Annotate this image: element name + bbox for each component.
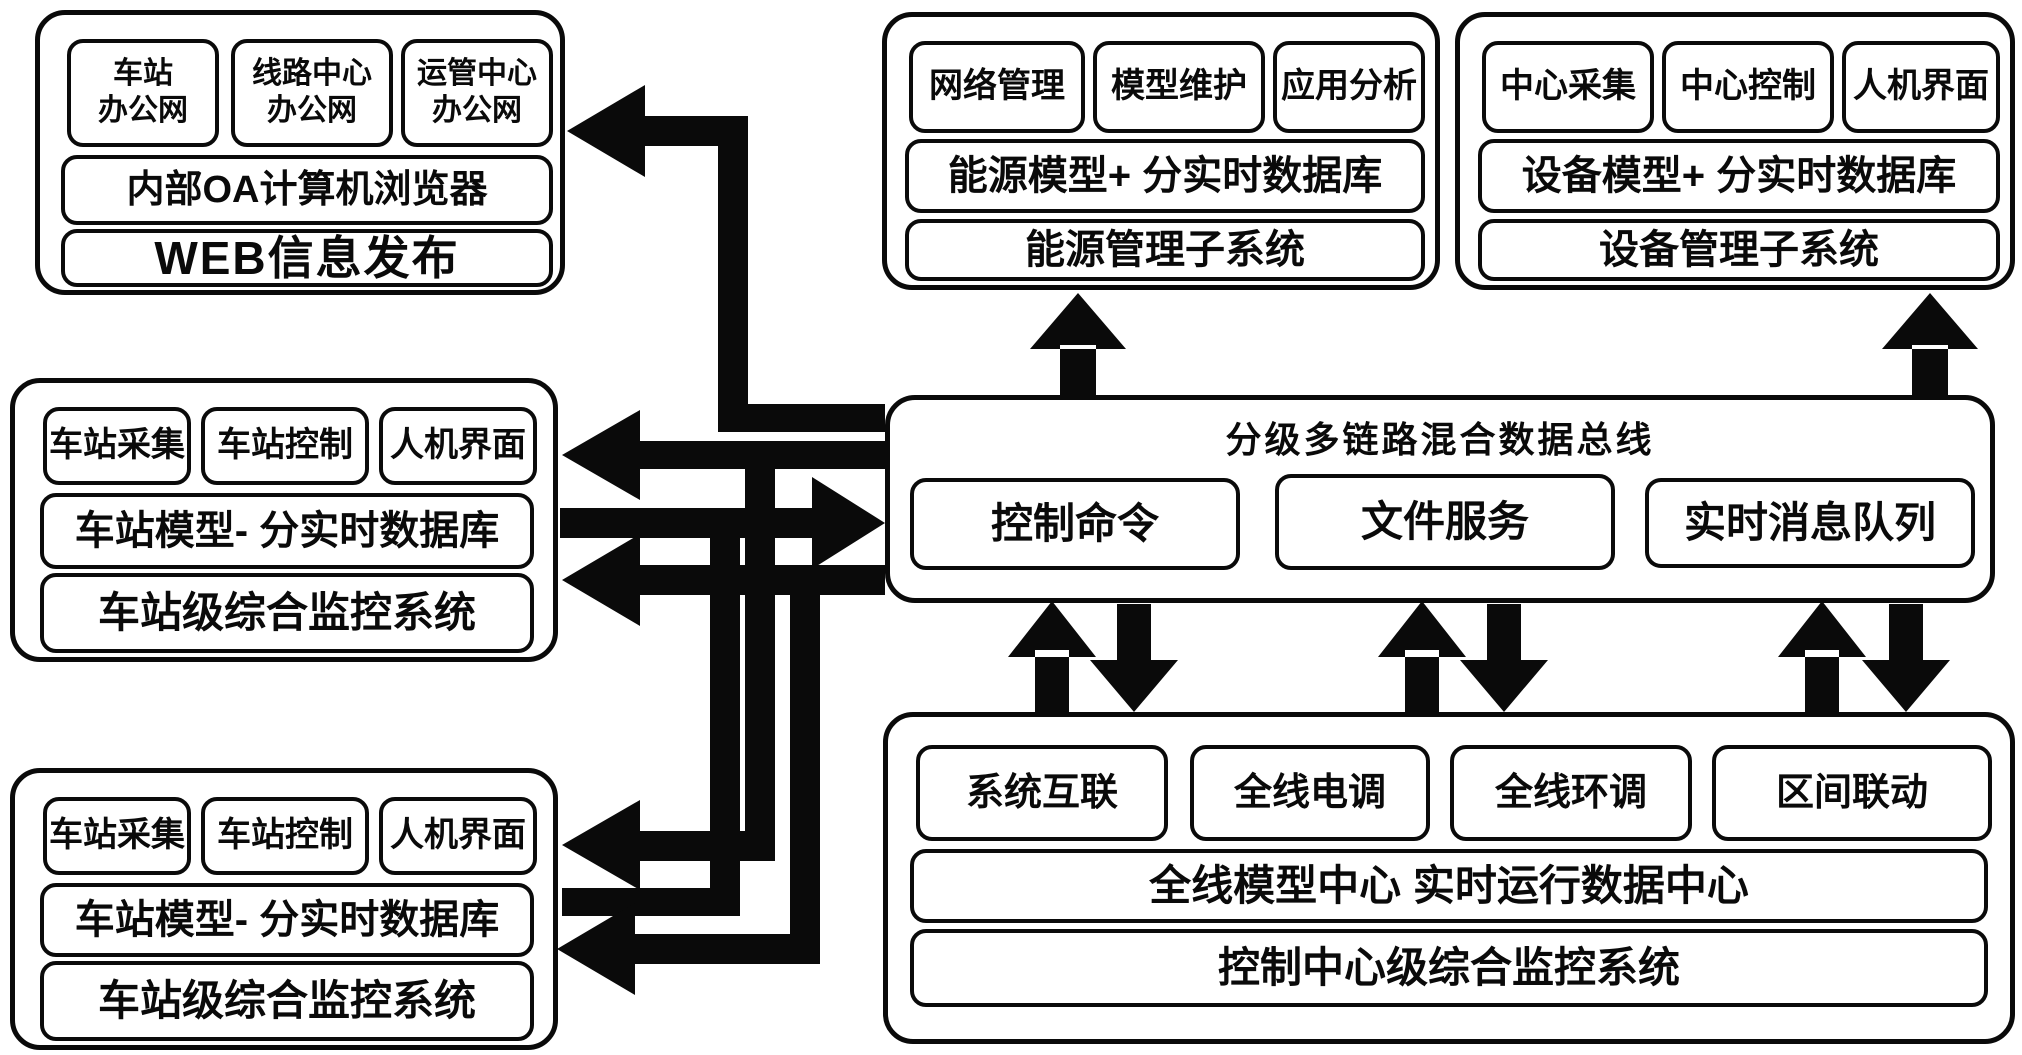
arrow-bus-to-device-subsystem [1882,293,1978,397]
panel-web-portal: 车站 办公网 线路中心 办公网 运管中心 办公网 内部OA计算机浏览器 WEB信… [35,10,565,295]
node-system-interconnect: 系统互联 [916,745,1168,841]
node-station-office-network: 车站 办公网 [67,39,219,147]
node-upper-station-control: 车站控制 [201,407,369,485]
node-lower-station-hmi: 人机界面 [379,797,537,875]
panel-energy-subsystem: 网络管理 模型维护 应用分析 能源模型+ 分实时数据库 能源管理子系统 [882,12,1440,290]
node-line-environment-dispatch: 全线环调 [1450,745,1692,841]
node-ops-center-office-network: 运管中心 办公网 [401,39,553,147]
node-upper-station-model-db: 车站模型- 分实时数据库 [40,493,534,569]
arrow-bus-to-control-center-3 [1862,604,1950,712]
arrow-bus-to-upper-station-hmi [562,410,885,500]
node-energy-subsystem-title: 能源管理子系统 [905,219,1425,281]
panel-data-bus: 分级多链路混合数据总线 控制命令 文件服务 实时消息队列 [885,395,1995,603]
node-center-control: 中心控制 [1662,41,1834,133]
node-line-power-dispatch: 全线电调 [1190,745,1430,841]
node-lower-station-scada-title: 车站级综合监控系统 [40,961,534,1041]
arrow-bus-to-energy-subsystem [1030,293,1126,397]
node-lower-station-control: 车站控制 [201,797,369,875]
node-realtime-message-queue: 实时消息队列 [1645,478,1975,568]
link-lower-station-model-to-bus [562,538,740,916]
node-upper-station-scada-title: 车站级综合监控系统 [40,573,534,653]
panel-control-center: 系统互联 全线电调 全线环调 区间联动 全线模型中心 实时运行数据中心 控制中心… [883,712,2015,1044]
panel-station-upper: 车站采集 车站控制 人机界面 车站模型- 分实时数据库 车站级综合监控系统 [10,378,558,662]
panel-device-subsystem: 中心采集 中心控制 人机界面 设备模型+ 分实时数据库 设备管理子系统 [1455,12,2015,290]
panel-station-lower: 车站采集 车站控制 人机界面 车站模型- 分实时数据库 车站级综合监控系统 [10,768,558,1050]
node-model-maintenance: 模型维护 [1093,41,1265,133]
node-section-interlock: 区间联动 [1712,745,1992,841]
data-bus-title: 分级多链路混合数据总线 [1225,419,1655,460]
arrow-control-center-to-bus-1 [1008,601,1096,713]
node-line-center-office-network: 线路中心 办公网 [231,39,393,147]
arrow-bus-to-lower-station-hmi [562,469,775,890]
node-upper-station-acquisition: 车站采集 [43,407,191,485]
node-control-command: 控制命令 [910,478,1240,570]
node-device-hmi: 人机界面 [1842,41,2000,133]
node-device-subsystem-title: 设备管理子系统 [1478,219,2000,281]
node-file-service: 文件服务 [1275,474,1615,570]
node-center-acquisition: 中心采集 [1482,41,1654,133]
arrow-bus-to-upper-station-scada [562,534,885,626]
node-web-info-publish: WEB信息发布 [61,229,553,287]
node-upper-station-hmi: 人机界面 [379,407,537,485]
arrow-bus-to-web-portal [567,85,885,432]
node-lower-station-acquisition: 车站采集 [43,797,191,875]
node-internal-oa-browser: 内部OA计算机浏览器 [61,155,553,225]
arrow-bus-to-lower-station-scada [557,595,820,995]
node-network-management: 网络管理 [909,41,1085,133]
node-control-center-scada-title: 控制中心级综合监控系统 [910,929,1988,1007]
arrow-upper-station-model-to-bus [560,477,885,569]
node-application-analysis: 应用分析 [1273,41,1425,133]
arrow-bus-to-control-center-1 [1090,604,1178,712]
arrow-control-center-to-bus-2 [1378,601,1466,713]
node-energy-model-db: 能源模型+ 分实时数据库 [905,139,1425,213]
node-line-model-data-center: 全线模型中心 实时运行数据中心 [910,849,1988,923]
arrow-bus-to-control-center-2 [1460,604,1548,712]
node-lower-station-model-db: 车站模型- 分实时数据库 [40,883,534,957]
node-device-model-db: 设备模型+ 分实时数据库 [1478,139,2000,213]
arrow-control-center-to-bus-3 [1778,601,1866,713]
